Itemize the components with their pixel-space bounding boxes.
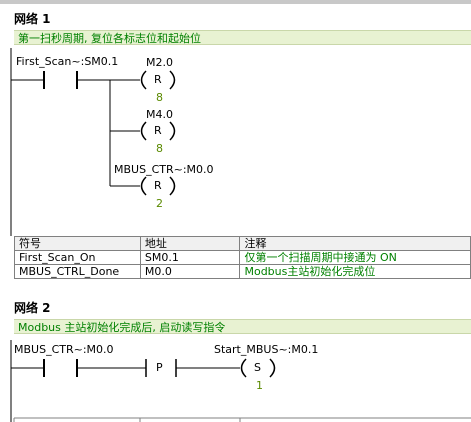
n2-coil-count: 1	[256, 379, 263, 392]
n1-coil-2-graphic[interactable]	[140, 121, 176, 141]
symbol-table-header: 符号 地址 注释	[14, 236, 471, 251]
n1-contact-label: First_Scan~:SM0.1	[16, 55, 119, 68]
top-separator	[0, 0, 471, 4]
n1-coil-3-type: R	[154, 179, 162, 192]
header-symbol: 符号	[14, 236, 141, 251]
comment-cell: Modbus主站初始化完成位	[239, 264, 471, 279]
address-cell: SM0.1	[139, 250, 241, 265]
n1-coil-3-graphic[interactable]	[140, 176, 176, 196]
n1-symbol-table: 符号 地址 注释 First_Scan_On SM0.1 仅第一个扫描周期中接通…	[14, 236, 471, 279]
symbol-cell: MBUS_CTRL_Done	[14, 264, 141, 279]
header-comment: 注释	[239, 236, 471, 251]
n2-coil-graphic[interactable]	[240, 358, 276, 378]
n1-coil-2-operand: M4.0	[146, 108, 173, 121]
comment-cell: 仅第一个扫描周期中接通为 ON	[239, 250, 471, 265]
n2-coil-type: S	[254, 361, 261, 374]
network-2-comment[interactable]: Modbus 主站初始化完成后, 启动读写指令	[14, 319, 471, 334]
n2-coil-operand: Start_MBUS~:M0.1	[214, 343, 319, 356]
n1-coil-2-type: R	[154, 124, 162, 137]
table-row[interactable]: First_Scan_On SM0.1 仅第一个扫描周期中接通为 ON	[14, 250, 471, 265]
n2-edge-label: P	[156, 361, 163, 374]
n1-coil-1-graphic[interactable]	[140, 70, 176, 90]
address-cell: M0.0	[139, 264, 241, 279]
n2-contact-graphic[interactable]	[11, 359, 78, 377]
n1-coil-1-type: R	[154, 73, 162, 86]
table-row[interactable]: MBUS_CTRL_Done M0.0 Modbus主站初始化完成位	[14, 264, 471, 279]
n1-coil-3-count: 2	[156, 197, 163, 210]
symbol-cell: First_Scan_On	[14, 250, 141, 265]
network-1-comment[interactable]: 第一扫秒周期, 复位各标志位和起始位	[14, 30, 471, 45]
network-2-title: 网络 2	[14, 301, 51, 315]
n1-contact-graphic[interactable]	[11, 71, 78, 89]
n1-coil-1-operand: M2.0	[146, 56, 173, 69]
n2-contact-label: MBUS_CTR~:M0.0	[14, 343, 114, 356]
network-1-title: 网络 1	[14, 12, 51, 26]
header-address: 地址	[139, 236, 241, 251]
n1-coil-3-operand: MBUS_CTR~:M0.0	[114, 163, 214, 176]
n1-coil-1-count: 8	[156, 91, 163, 104]
n1-coil-2-count: 8	[156, 142, 163, 155]
